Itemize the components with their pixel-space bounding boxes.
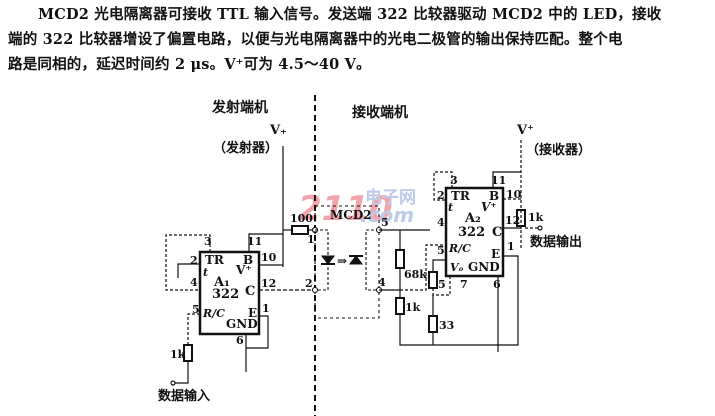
svg-text:E: E: [491, 247, 500, 261]
svg-text:1: 1: [507, 240, 515, 253]
svg-text:t: t: [448, 201, 453, 214]
isolator-part: MCD2: [330, 208, 372, 222]
svg-text:GND: GND: [468, 260, 500, 274]
svg-text:V⁺: V⁺: [235, 263, 252, 277]
pullup-resistor-1k: 1k: [528, 211, 544, 224]
svg-text:10: 10: [506, 188, 522, 201]
svg-text:Vₒ: Vₒ: [450, 261, 464, 274]
data-output-label: 数据输出: [530, 234, 582, 250]
svg-text:电子网: 电子网: [365, 187, 416, 208]
svg-text:5: 5: [192, 303, 200, 316]
transmitter-title: 发射端机: [211, 99, 268, 116]
receiver-section: [379, 140, 543, 352]
transmitter-supply-note: （发射器）: [213, 140, 278, 156]
svg-text:5: 5: [381, 216, 389, 229]
svg-text:2: 2: [305, 277, 313, 290]
svg-text:GND: GND: [226, 317, 258, 331]
svg-text:1: 1: [307, 233, 315, 246]
receiver-supply-note: （接收器）: [526, 142, 591, 158]
svg-text:3: 3: [204, 235, 212, 248]
description-line-3: 路是同相的，延迟时间约 2 μs。V⁺可为 4.5～40 V。: [8, 56, 371, 73]
svg-text:.com: .com: [360, 203, 414, 227]
svg-text:TR: TR: [205, 253, 225, 267]
svg-text:3: 3: [450, 174, 458, 187]
svg-text:7: 7: [460, 278, 468, 291]
bias-resistor-1k: 1k: [405, 301, 421, 314]
svg-text:C: C: [492, 225, 502, 240]
series-resistor-value: 100: [290, 212, 313, 225]
description-text: MCD2 光电隔离器可接收 TTL 输入信号。发送端 322 比较器驱动 MCD…: [8, 2, 713, 77]
light-arrow: ⇒: [337, 254, 347, 268]
watermark: 2110 电子网 .com: [298, 187, 416, 229]
emitter-resistor-33: 33: [439, 319, 454, 332]
svg-text:4: 4: [437, 216, 445, 229]
svg-text:V⁺: V⁺: [481, 200, 497, 214]
svg-text:TR: TR: [451, 189, 471, 203]
chip-a1-part: 322: [212, 287, 239, 302]
description-line-1: MCD2 光电隔离器可接收 TTL 输入信号。发送端 322 比较器驱动 MCD…: [38, 6, 662, 23]
transmitter-supply-label: V₊: [269, 123, 287, 138]
svg-text:5: 5: [438, 278, 446, 291]
chip-a2-designator: A₂: [464, 211, 481, 226]
input-resistor-value: 1k: [170, 348, 186, 361]
svg-text:5: 5: [437, 244, 445, 257]
svg-text:E: E: [248, 306, 257, 320]
svg-text:C: C: [245, 284, 255, 299]
svg-text:B: B: [489, 189, 499, 203]
isolator-labels: MCD2 ⇒ 1 2 5 4: [305, 208, 389, 290]
svg-text:R/C: R/C: [202, 307, 225, 320]
svg-text:12: 12: [505, 214, 520, 227]
receiver-labels: V⁺ （接收器） TR B t V⁺ A₂ 322 C R/C E Vₒ GND…: [404, 123, 591, 332]
chip-a2-part: 322: [458, 225, 485, 240]
svg-text:6: 6: [236, 334, 244, 347]
chip-a2: [444, 186, 505, 278]
svg-text:4: 4: [378, 276, 386, 289]
receiver-title: 接收端机: [352, 104, 408, 121]
chip-a1-designator: A₁: [213, 275, 230, 290]
receiver-supply-label: V⁺: [516, 123, 534, 138]
svg-text:2110: 2110: [298, 189, 393, 229]
chip-a1: [198, 250, 261, 336]
transmitter-section: [165, 146, 319, 386]
svg-text:4: 4: [190, 276, 198, 289]
svg-text:11: 11: [247, 235, 262, 248]
svg-text:12: 12: [261, 277, 276, 290]
svg-text:t: t: [203, 266, 208, 279]
svg-text:B: B: [243, 253, 253, 267]
svg-text:6: 6: [493, 278, 501, 291]
svg-text:R/C: R/C: [448, 242, 471, 255]
svg-text:2: 2: [190, 254, 198, 267]
isolator-mcd2: [311, 205, 383, 319]
svg-text:1: 1: [262, 302, 270, 315]
bias-resistor-68k: 68k: [404, 268, 427, 281]
data-input-label: 数据输入: [158, 388, 210, 404]
svg-text:11: 11: [491, 174, 506, 187]
svg-text:2: 2: [437, 189, 445, 202]
svg-text:10: 10: [261, 251, 277, 264]
transmitter-labels: V₊ （发射器） TR B t V⁺ A₁ 322 C R/C E GND 3 …: [158, 123, 313, 404]
description-line-2: 端的 322 比较器增设了偏置电路，以便与光电隔离器中的光电二极管的输出保持匹配…: [8, 31, 623, 48]
